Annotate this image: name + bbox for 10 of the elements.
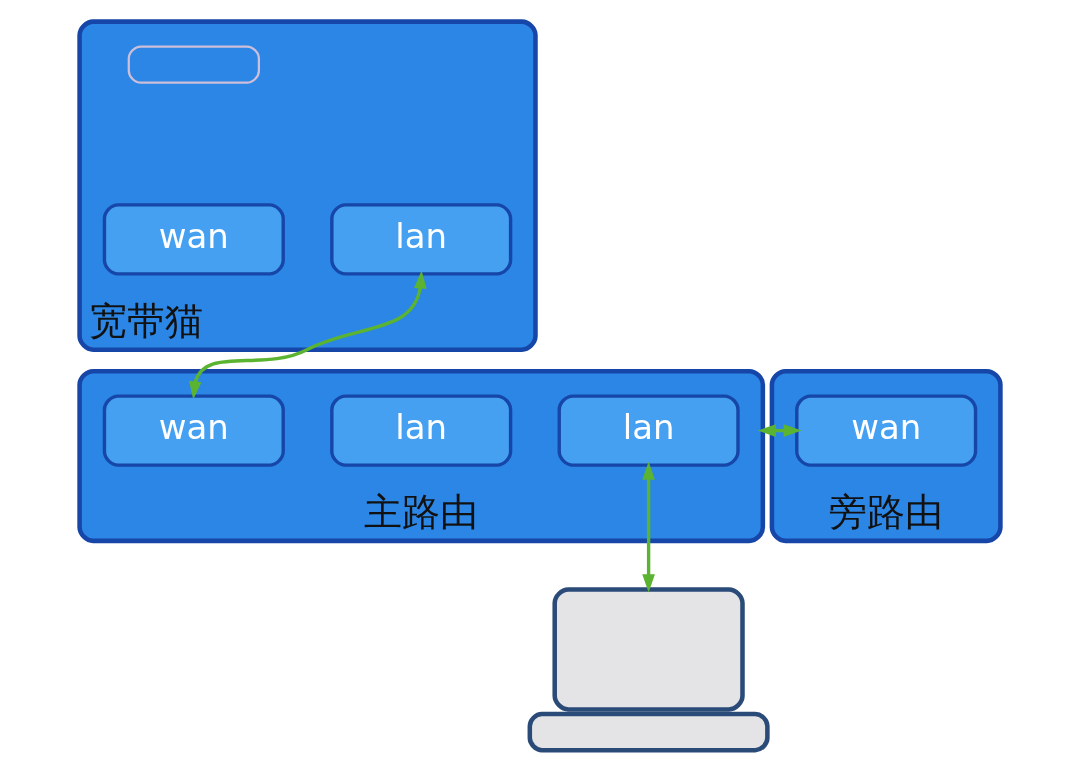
node-box: lan — [330, 394, 513, 467]
arrow — [757, 424, 802, 437]
node-box: lan — [330, 203, 513, 276]
node-box — [127, 45, 260, 84]
node-box: wan — [795, 394, 978, 467]
arrow — [642, 461, 655, 593]
node-box: lan — [557, 394, 740, 467]
node-box: wan — [102, 394, 285, 467]
arrow — [188, 270, 427, 400]
node-box: wan — [102, 203, 285, 276]
